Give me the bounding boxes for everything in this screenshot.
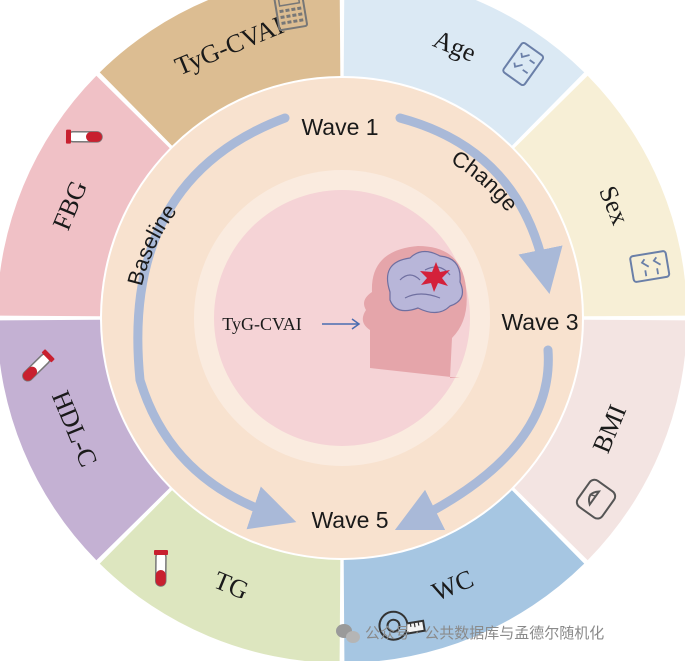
arrow-wave3-to-wave5 [394,345,553,531]
calculator-icon [273,0,308,32]
segment-fbg-wedge [0,75,170,317]
wave3-label: Wave 3 [501,309,578,335]
segment-hdl-c-wedge [0,319,170,561]
center-label: TyG-CVAI [222,314,301,334]
test-tube-icon [153,549,169,587]
segment-hdl-c: HDL-C [0,319,170,561]
tape-measure-icon [378,610,426,641]
segment-bmi: BMI [514,319,685,561]
segment-age-wedge [343,0,585,146]
segment-wc-wedge [343,490,585,661]
segment-tyg-cvai: TyG-CVAI [99,0,341,146]
segment-fbg: FBG [0,75,170,317]
brain-head-icon [362,246,467,378]
wave5-label: Wave 5 [311,507,388,533]
arrow-wave1-to-wave5 [133,113,297,530]
wechat-icon [336,624,360,643]
watermark-text: 公众号 · 公共数据库与孟德尔随机化 [365,624,604,642]
segment-wc: WC [343,490,585,661]
watermark: 公众号 · 公共数据库与孟德尔随机化 [336,624,604,643]
checklist-icon [502,41,545,87]
segment-sex-wedge [514,75,685,317]
arrow-wave1-to-wave3 [395,113,563,295]
checklist-icon [629,250,671,283]
scale-icon [575,478,617,520]
segment-bmi-wedge [514,319,685,561]
segment-tg-wedge [99,490,341,661]
segment-tg: TG [99,490,341,661]
segment-age: Age [343,0,585,146]
segment-sex: Sex [514,75,685,317]
timeline-arrows [133,113,563,531]
wave1-label: Wave 1 [301,114,378,140]
center-arrow [322,318,361,330]
test-tube-icon [22,349,55,382]
segment-tyg-cvai-wedge [99,0,341,146]
test-tube-icon [65,129,103,144]
